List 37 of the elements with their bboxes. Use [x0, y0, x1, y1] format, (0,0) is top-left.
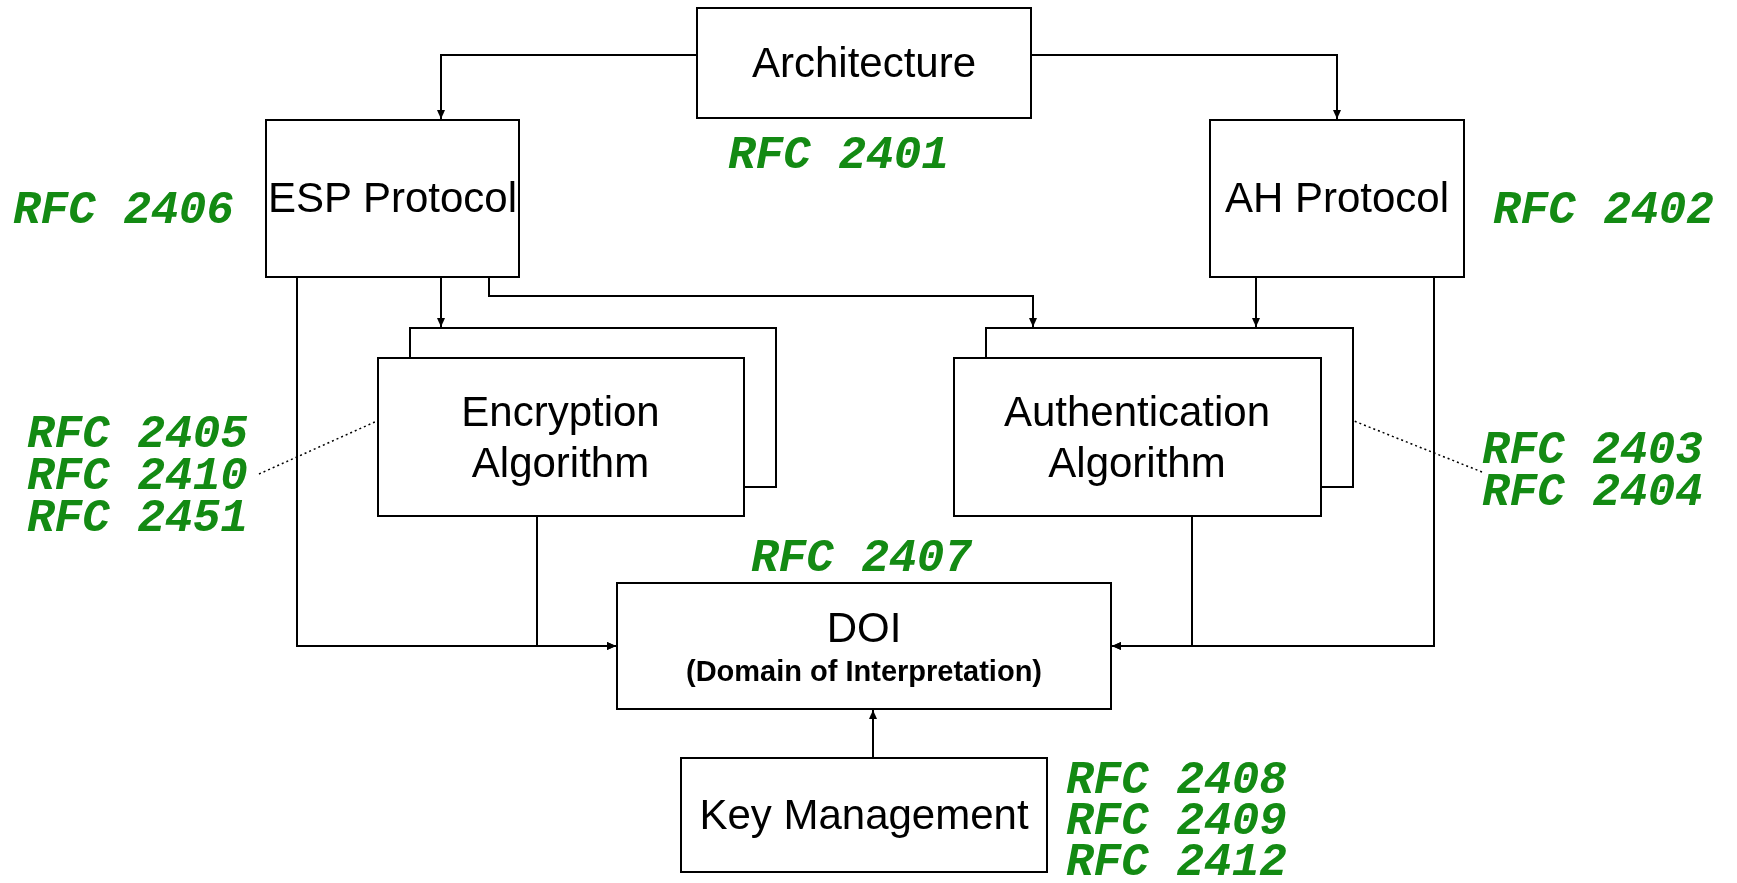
arrow — [1111, 516, 1193, 650]
arrow — [1031, 54, 1341, 120]
arrow — [869, 709, 877, 758]
arrow — [488, 277, 1037, 328]
rfc-label: RFC 2404 — [1482, 472, 1703, 514]
arrow — [536, 516, 617, 650]
rfc-label: RFC 2412 — [1066, 842, 1287, 883]
arrow — [437, 54, 697, 120]
leader-line — [1353, 420, 1483, 473]
rfc-label: RFC 2408 — [1066, 760, 1287, 802]
box-label: Architecture — [751, 37, 977, 88]
box-subtitle: (Domain of Interpretation) — [685, 653, 1042, 689]
box-label: AH Protocol — [1224, 173, 1450, 224]
box-label: ESP Protocol — [268, 173, 517, 224]
stacked-box — [953, 327, 1354, 517]
rfc-label: RFC 2401 — [728, 135, 949, 177]
rfc-label: RFC 2451 — [27, 498, 248, 540]
arrow — [1252, 277, 1260, 328]
stacked-box — [377, 327, 777, 517]
rfc-label: RFC 2409 — [1066, 801, 1287, 843]
rfc-label: RFC 2406 — [13, 190, 234, 232]
rfc-label: RFC 2407 — [751, 538, 972, 580]
rfc-label: RFC 2402 — [1493, 190, 1714, 232]
rfc-label: RFC 2405 — [27, 414, 248, 456]
process-box — [616, 582, 1112, 710]
arrow — [437, 277, 445, 328]
rfc-label: RFC 2410 — [27, 456, 248, 498]
box-label: Key Management — [699, 789, 1029, 840]
process-box — [1209, 119, 1465, 278]
box-label: Authentication Algorithm — [1002, 387, 1272, 488]
box-label: DOI — [826, 603, 902, 654]
leader-line — [258, 420, 378, 475]
box-label: Encryption Algorithm — [460, 387, 661, 488]
process-box — [696, 7, 1032, 119]
rfc-label: RFC 2403 — [1482, 430, 1703, 472]
process-box — [680, 757, 1048, 873]
process-box — [265, 119, 520, 278]
